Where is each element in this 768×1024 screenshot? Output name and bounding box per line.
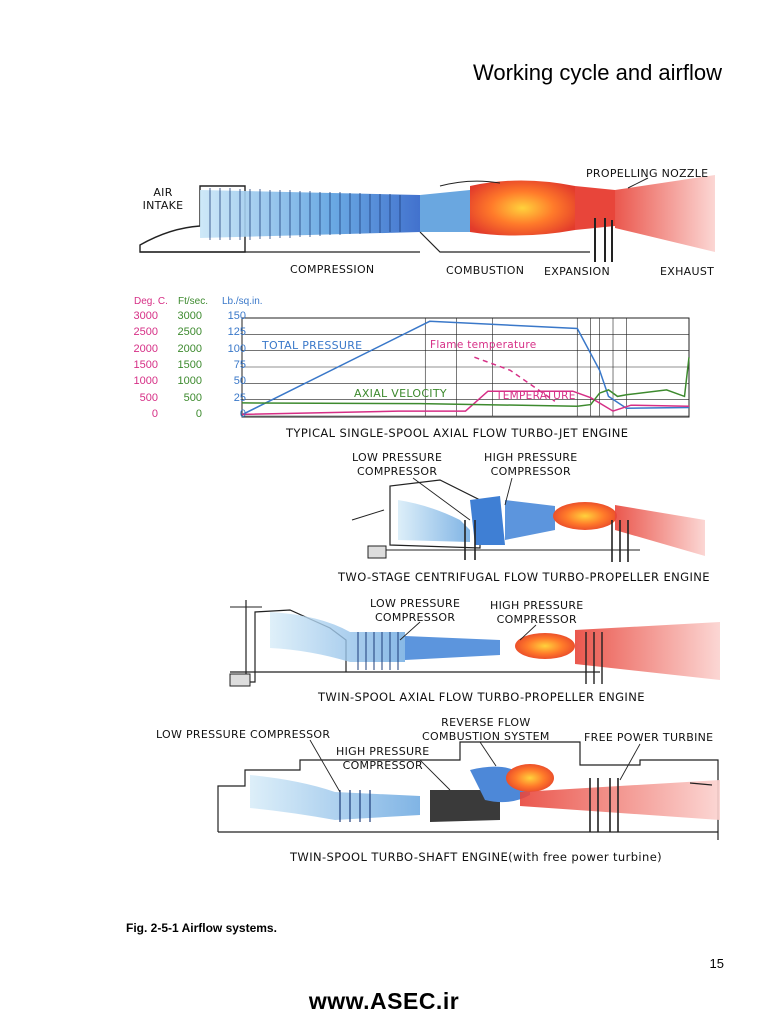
- page-number: 15: [709, 956, 724, 971]
- series-line-total-pressure: [241, 320, 690, 416]
- tick-label: 0: [239, 408, 246, 420]
- tick-label: 500: [183, 391, 202, 404]
- tick-label: 0: [195, 408, 202, 420]
- tick-label: 3000: [177, 310, 202, 322]
- chart-title: TYPICAL SINGLE-SPOOL AXIAL FLOW TURBO-JE…: [286, 426, 629, 440]
- label-lp-compressor-4: LOW PRESSURE COMPRESSOR: [156, 728, 331, 741]
- label-lp-compressor-3: LOW PRESSURE COMPRESSOR: [370, 597, 461, 624]
- page-title: Working cycle and airflow: [472, 60, 722, 85]
- caption-engine-4: TWIN-SPOOL TURBO-SHAFT ENGINE(with free …: [290, 850, 663, 864]
- label-compression: COMPRESSION: [290, 263, 375, 276]
- label-exhaust: EXHAUST: [660, 265, 715, 278]
- series-label-total-pressure: TOTAL PRESSURE: [262, 339, 363, 352]
- tick-label: 2000: [177, 342, 202, 355]
- tick-label: 2500: [133, 326, 158, 339]
- tick-label: 75: [233, 359, 246, 371]
- tick-label: 1500: [177, 359, 202, 371]
- twin-spool-turboprop-diagram: [229, 600, 720, 687]
- label-hp-compressor-3: HIGH PRESSURE COMPRESSOR: [490, 599, 584, 626]
- turboshaft-diagram: [217, 739, 720, 840]
- tick-label: 500: [139, 391, 158, 404]
- tick-label: 100: [227, 342, 246, 355]
- tick-label: 3000: [133, 310, 158, 322]
- tick-label: 2500: [177, 326, 202, 339]
- caption-engine-2: TWO-STAGE CENTRIFUGAL FLOW TURBO-PROPELL…: [338, 570, 710, 584]
- series-line-axial-velocity: [241, 357, 690, 407]
- tick-label: 150: [227, 310, 246, 322]
- label-hp-compressor-2: HIGH PRESSURE COMPRESSOR: [484, 451, 578, 478]
- site-footer: www.ASEC.ir: [308, 988, 460, 1014]
- centrifugal-turboprop-diagram: [351, 477, 705, 562]
- axis-header-velocity: Ft/sec.: [178, 296, 209, 307]
- series-label-temperature: TEMPERATURE: [496, 390, 576, 402]
- series-label-axial-velocity: AXIAL VELOCITY: [354, 387, 447, 400]
- label-combustion: COMBUSTION: [446, 264, 525, 277]
- tick-label: 25: [233, 391, 246, 404]
- performance-chart: [241, 317, 690, 418]
- tick-label: 1000: [133, 375, 158, 388]
- label-air-intake: AIR INTAKE: [142, 186, 184, 212]
- caption-engine-3: TWIN-SPOOL AXIAL FLOW TURBO-PROPELLER EN…: [318, 690, 645, 704]
- label-free-power-turbine: FREE POWER TURBINE: [584, 731, 714, 744]
- tick-label: 125: [227, 326, 246, 339]
- label-reverse-flow: REVERSE FLOW COMBUSTION SYSTEM: [422, 716, 550, 743]
- tick-label: 1500: [133, 359, 158, 371]
- axis-header-pressure: Lb./sq.in.: [222, 296, 263, 307]
- figure-caption: Fig. 2-5-1 Airflow systems.: [126, 921, 277, 935]
- series-label-flame-temp: Flame temperature: [430, 339, 537, 351]
- tick-label: 0: [151, 408, 158, 420]
- tick-label: 50: [233, 375, 246, 388]
- axis-header-temp: Deg. C.: [134, 296, 168, 307]
- series-line-temperature: [241, 390, 690, 416]
- label-lp-compressor-2: LOW PRESSURE COMPRESSOR: [352, 451, 443, 478]
- label-expansion: EXPANSION: [544, 265, 610, 278]
- tick-label: 1000: [177, 375, 202, 388]
- label-hp-compressor-4: HIGH PRESSURE COMPRESSOR: [336, 745, 430, 772]
- turbojet-diagram: [139, 175, 715, 262]
- tick-label: 2000: [133, 342, 158, 355]
- label-propelling-nozzle: PROPELLING NOZZLE: [586, 167, 709, 180]
